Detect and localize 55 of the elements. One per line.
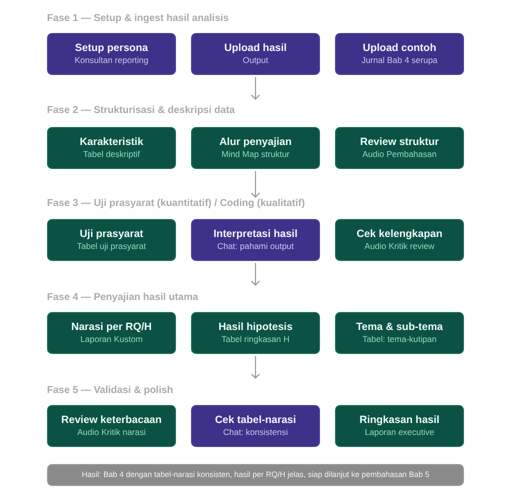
process-box [335, 127, 464, 169]
process-box [47, 33, 176, 75]
box-title: Ringkasan hasil [360, 414, 440, 427]
process-box [47, 405, 176, 447]
box-title: Hasil hipotesis [218, 321, 293, 334]
arrow [250, 171, 260, 198]
box-subtitle: Laporan Kustom [80, 334, 143, 345]
arrow [250, 263, 260, 286]
box-title: Upload hasil [224, 42, 287, 55]
box-subtitle: Output [242, 55, 268, 66]
box-subtitle: Audio Pembahasan [362, 149, 437, 160]
box-title: Cek kelengkapan [356, 228, 442, 241]
phase-heading: Fase 2 — Strukturisasi & deskripsi data [47, 105, 235, 117]
box-title: Review keterbacaan [61, 414, 162, 427]
arrow [250, 77, 260, 100]
phase-heading: Fase 5 — Validasi & polish [47, 385, 174, 397]
box-subtitle: Jurnal Bab 4 serupa [361, 55, 438, 66]
process-box [47, 312, 176, 354]
box-subtitle: Audio Kritik review [364, 241, 434, 252]
box-title: Uji prasyarat [80, 228, 144, 241]
box-subtitle: Konsultan reporting [74, 55, 148, 66]
box-title: Setup persona [75, 42, 148, 55]
box-subtitle: Laporan executive [364, 427, 434, 438]
arrow [250, 356, 260, 379]
box-title: Narasi per RQ/H [71, 321, 152, 334]
box-subtitle: Tabel: tema-kutipan [362, 334, 437, 345]
process-box [191, 219, 320, 261]
phase-heading: Fase 4 — Penyajian hasil utama [47, 292, 198, 304]
process-box [47, 219, 176, 261]
process-box [191, 127, 320, 169]
box-subtitle: Chat: konsistensi [223, 427, 288, 438]
process-box [335, 33, 464, 75]
box-subtitle: Chat: pahami output [217, 241, 294, 252]
box-title: Alur penyajian [219, 136, 292, 149]
process-box [335, 219, 464, 261]
process-box [191, 312, 320, 354]
process-box [191, 33, 320, 75]
box-title: Karakteristik [80, 136, 144, 149]
box-title: Interpretasi hasil [213, 228, 298, 241]
summary-bar [47, 464, 464, 486]
box-subtitle: Tabel uji prasyarat [77, 241, 146, 252]
process-box [191, 405, 320, 447]
box-subtitle: Audio Kritik narasi [77, 427, 146, 438]
phase-heading: Fase 1 — Setup & ingest hasil analisis [47, 13, 229, 25]
box-subtitle: Mind Map struktur [221, 149, 290, 160]
box-title: Review struktur [360, 136, 439, 149]
box-title: Cek tabel-narasi [214, 414, 296, 427]
phase-heading: Fase 3 — Uji prasyarat (kuantitatif) / Coding (kualitatif) [47, 198, 305, 210]
process-box [335, 312, 464, 354]
box-title: Tema & sub-tema [356, 321, 443, 334]
box-subtitle: Tabel deskriptif [83, 149, 140, 160]
box-subtitle: Tabel ringkasan H [221, 334, 290, 345]
process-box [335, 405, 464, 447]
box-title: Upload contoh [362, 42, 436, 55]
process-box [47, 127, 176, 169]
